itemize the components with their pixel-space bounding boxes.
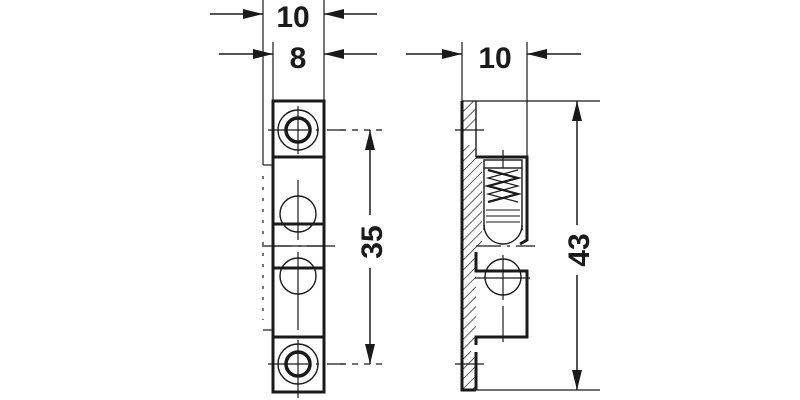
dimension-label-width-10: 10 xyxy=(276,1,309,34)
dimension-label-height-43: 43 xyxy=(563,233,596,266)
dimension-label-spacing-35: 35 xyxy=(356,225,389,258)
dimension-hole-spacing: 35 xyxy=(340,129,389,365)
front-view: 10 8 xyxy=(210,0,389,398)
dimension-label-depth-10: 10 xyxy=(478,42,511,75)
ball-upper xyxy=(279,180,317,240)
dimension-label-width-8: 8 xyxy=(290,42,307,75)
ball-housing xyxy=(462,100,600,247)
dimension-body-width: 8 xyxy=(219,42,377,101)
screw-hole-top xyxy=(268,106,345,154)
side-view: 10 xyxy=(406,42,600,392)
spring-icon xyxy=(483,168,523,204)
dimension-depth: 10 xyxy=(406,42,581,157)
mounting-plate xyxy=(455,101,484,392)
catch-lower xyxy=(474,252,600,391)
ball-lower xyxy=(279,252,317,330)
screw-hole-bottom xyxy=(268,340,345,398)
dimension-overall-width: 10 xyxy=(210,0,377,165)
dimension-overall-height: 43 xyxy=(563,101,596,390)
